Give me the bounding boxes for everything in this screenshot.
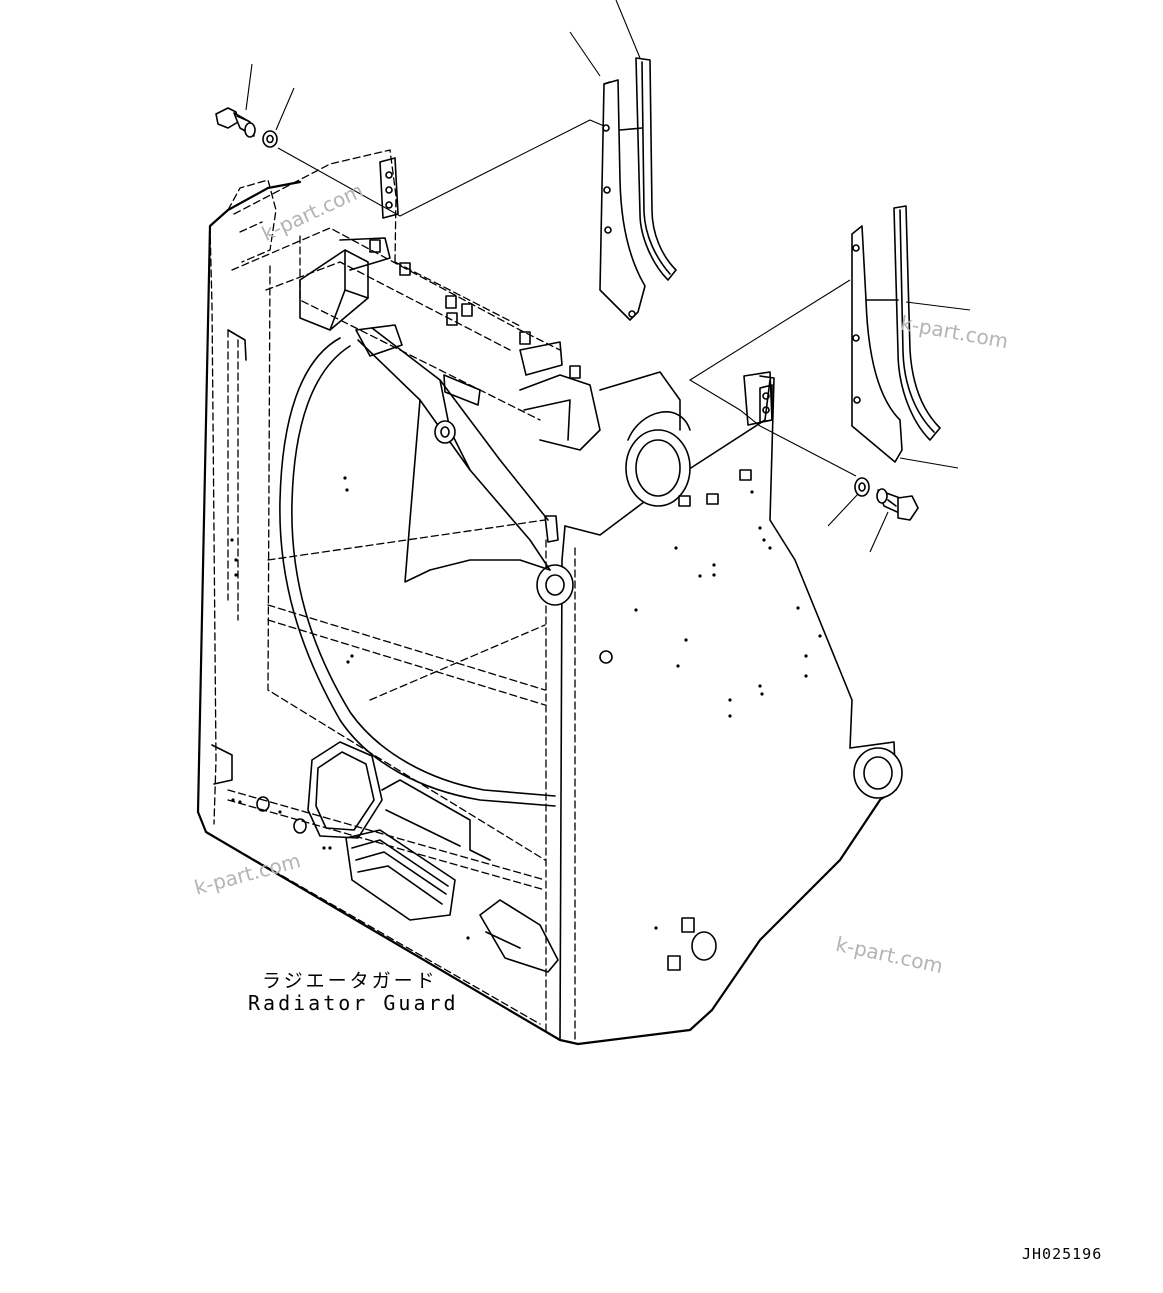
washer-upper-left [262, 130, 278, 148]
bolt-upper-left [215, 107, 256, 138]
drawing-code: JH025196 [1022, 1245, 1103, 1263]
leader-lines [245, 0, 971, 553]
fan-shroud [267, 337, 556, 807]
top-mounts [299, 157, 773, 423]
right-side-panel [519, 371, 903, 971]
lower-panel [211, 329, 559, 973]
small-holes [230, 476, 822, 940]
part-name-japanese: ラジエータガード [262, 970, 438, 992]
bolt-lower-right [876, 488, 919, 521]
part-name-english: Radiator Guard [248, 991, 459, 1015]
frame-stay [355, 324, 563, 583]
right-cover-and-seal [851, 205, 941, 463]
washer-lower-right [854, 477, 870, 497]
left-cover-and-seal [599, 57, 677, 321]
